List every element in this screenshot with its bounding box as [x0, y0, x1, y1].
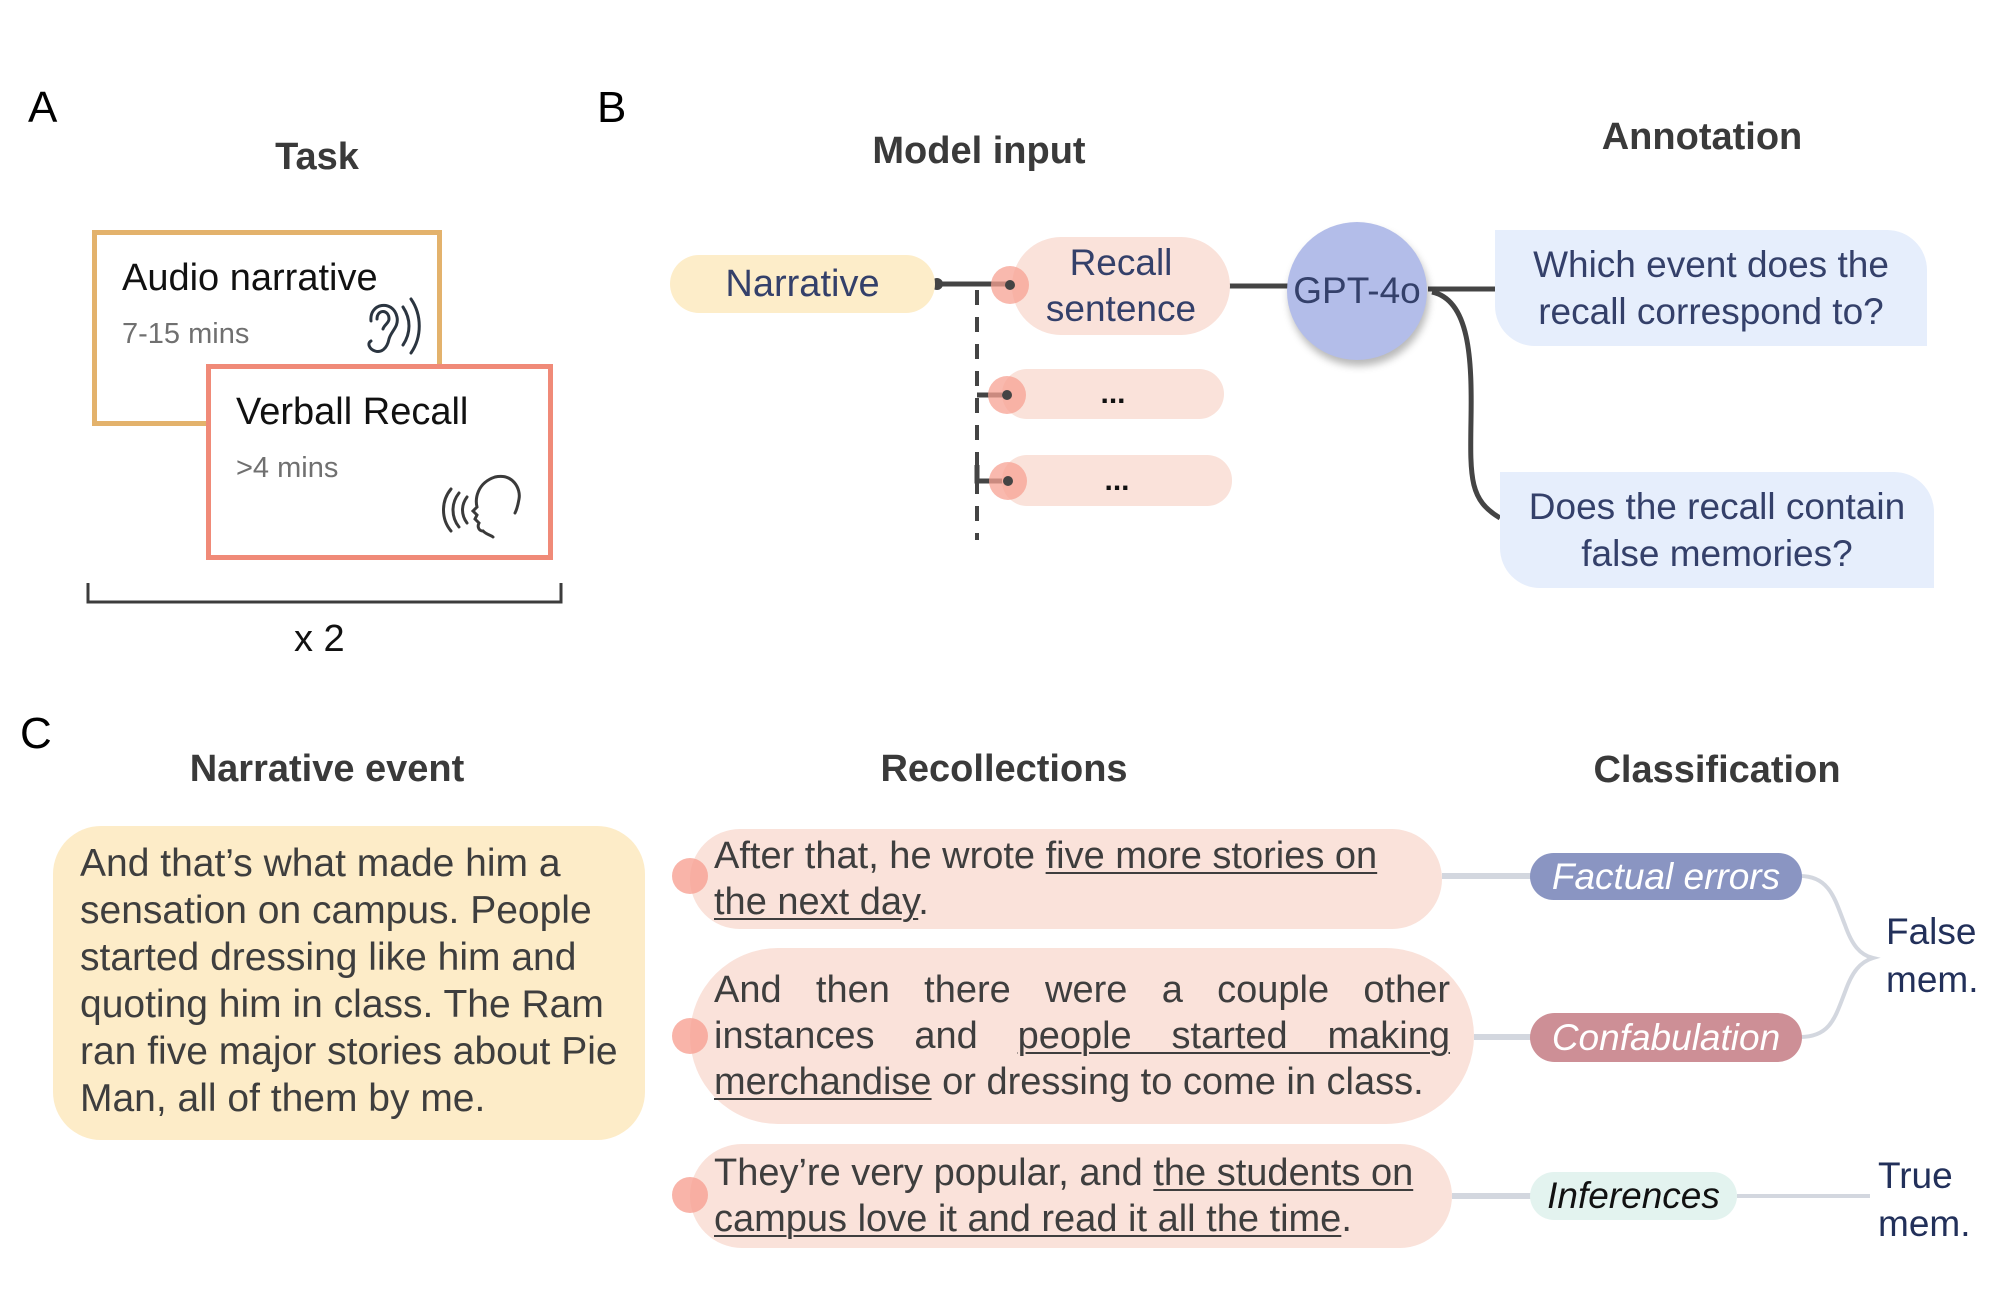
- question1-line1: Which event does the: [1533, 244, 1889, 285]
- audio-narrative-duration: 7-15 mins: [122, 318, 250, 350]
- narrative-event-line: sensation on campus. People: [80, 889, 592, 932]
- narrative-pill: Narrative: [670, 255, 935, 313]
- narrative-event-box: And that’s what made him a sensation on …: [53, 826, 645, 1140]
- true-memory-label: True mem.: [1878, 1152, 1971, 1248]
- narrative-event-line: ran five major stories about Pie: [80, 1030, 618, 1073]
- narrative-event-title: Narrative event: [189, 748, 465, 790]
- false-mem-line1: False: [1886, 911, 1977, 952]
- underlined-segment: the students on campus love it and read …: [714, 1152, 1414, 1240]
- task-title: Task: [275, 136, 359, 178]
- annotation-question-event: Which event does the recall correspond t…: [1495, 230, 1927, 346]
- recall-sentence-pill: Recall sentence: [1012, 237, 1230, 335]
- annotation-question-false-memory: Does the recall contain false memories?: [1500, 472, 1934, 588]
- narrative-event-line: And that’s what made him a: [80, 842, 561, 885]
- ellipsis-label: ...: [1100, 377, 1126, 410]
- recall-ellipsis-pill: ...: [1002, 369, 1224, 419]
- recollections-title: Recollections: [880, 748, 1128, 790]
- underlined-segment: people started making merchandise: [714, 1015, 1450, 1103]
- classification-inferences: Inferences: [1530, 1172, 1737, 1220]
- false-mem-brace: [1799, 874, 1881, 1039]
- classification-title: Classification: [1593, 749, 1841, 791]
- panel-label-b: B: [597, 83, 627, 132]
- recall-pill-line1: Recall: [1069, 242, 1173, 283]
- text-segment: .: [1341, 1198, 1352, 1240]
- question2-line1: Does the recall contain: [1528, 486, 1906, 527]
- ear-listening-icon: [367, 297, 421, 355]
- repeat-bracket: [86, 583, 563, 604]
- panel-label-a: A: [28, 83, 58, 132]
- narrative-pill-label: Narrative: [725, 262, 880, 305]
- text-segment: or dressing to come in class.: [931, 1061, 1424, 1103]
- model-input-title: Model input: [872, 130, 1086, 172]
- recollection-text: And then there were a couple other insta…: [714, 967, 1450, 1105]
- classification-confabulation: Confabulation: [1530, 1013, 1802, 1062]
- confabulation-label: Confabulation: [1551, 1016, 1781, 1058]
- text-segment: They’re very popular, and: [714, 1152, 1154, 1194]
- panel-label-c: C: [20, 709, 52, 758]
- audio-narrative-title: Audio narrative: [122, 257, 378, 299]
- false-memory-label: False mem.: [1886, 908, 1979, 1004]
- recollection-item: And then there were a couple other insta…: [690, 948, 1474, 1124]
- verbal-recall-duration: >4 mins: [236, 452, 339, 484]
- inferences-label: Inferences: [1547, 1175, 1720, 1216]
- narrative-event-line: Man, all of them by me.: [80, 1077, 486, 1120]
- recall-ellipsis-pill: ...: [1002, 455, 1232, 506]
- underlined-segment: five more stories on the next day: [714, 835, 1378, 923]
- recall-pill-line2: sentence: [1045, 288, 1197, 329]
- question1-line2: recall correspond to?: [1538, 291, 1884, 332]
- ellipsis-label: ...: [1104, 463, 1130, 497]
- text-segment: After that, he wrote: [714, 835, 1046, 877]
- true-mem-line2: mem.: [1878, 1203, 1971, 1244]
- true-mem-line1: True: [1878, 1155, 1953, 1196]
- recollection-item: After that, he wrote five more stories o…: [690, 829, 1442, 929]
- recollection-item: They’re very popular, and the students o…: [690, 1144, 1452, 1248]
- model-to-question2-line: [1431, 289, 1502, 521]
- annotation-title: Annotation: [1601, 116, 1803, 158]
- gpt-4o-model-node: GPT-4o: [1287, 222, 1427, 360]
- repeat-label: x 2: [294, 618, 345, 660]
- text-segment: And then there were a couple other insta…: [714, 969, 1450, 1057]
- narrative-event-line: started dressing like him and: [80, 936, 577, 979]
- recollection-text: They’re very popular, and the students o…: [714, 1150, 1428, 1242]
- question2-line2: false memories?: [1581, 533, 1853, 574]
- speaking-head-icon: [442, 474, 521, 539]
- verbal-recall-title: Verball Recall: [236, 391, 469, 433]
- factual-errors-label: Factual errors: [1551, 855, 1781, 897]
- text-segment: .: [918, 881, 929, 923]
- model-label: GPT-4o: [1293, 270, 1421, 311]
- narrative-event-line: quoting him in class. The Ram: [80, 983, 604, 1026]
- classification-factual-errors: Factual errors: [1530, 853, 1802, 900]
- false-mem-line2: mem.: [1886, 959, 1979, 1000]
- recollection-text: After that, he wrote five more stories o…: [714, 833, 1418, 925]
- verbal-recall-card: Verball Recall >4 mins: [206, 364, 553, 560]
